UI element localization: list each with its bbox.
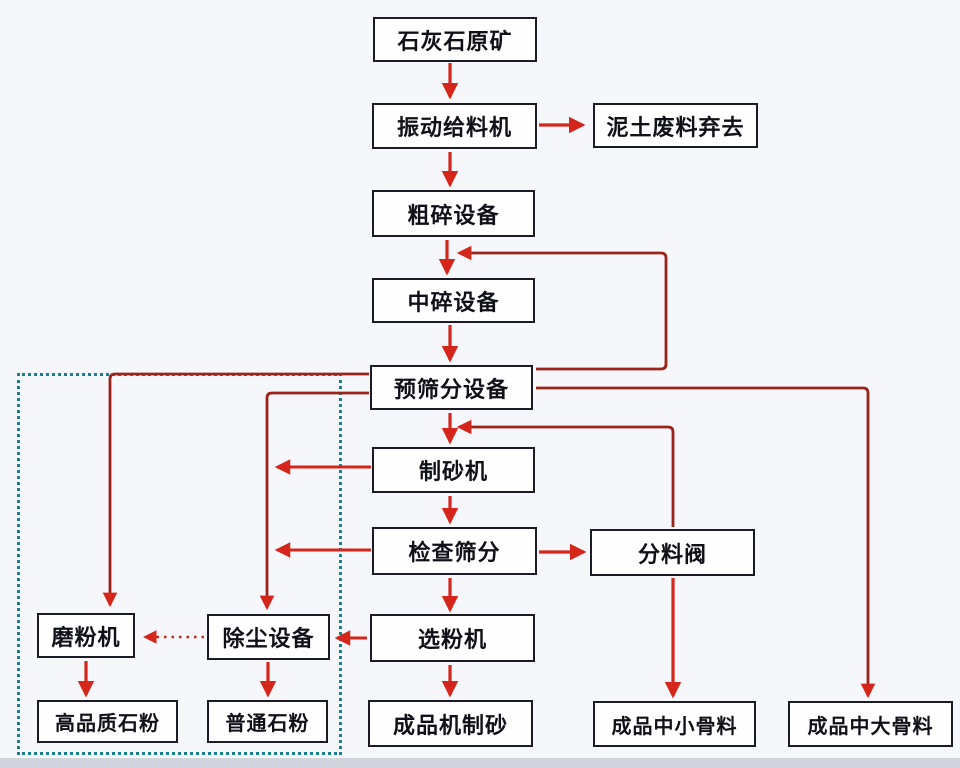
node-sand-maker: 制砂机 (372, 447, 535, 493)
node-waste-discard: 泥土废料弃去 (593, 103, 758, 148)
line-prescreen-to-dust-collector (259, 391, 369, 611)
node-powder-separator: 选粉机 (370, 614, 535, 662)
line-prescreen-to-large-aggregate (536, 386, 876, 699)
node-powder-separator-label: 选粉机 (417, 628, 487, 653)
line-prescreen-to-grinding-mill (102, 372, 369, 608)
node-splitter-valve: 分料阀 (590, 529, 755, 576)
node-finished-sand: 成品机制砂 (368, 700, 533, 747)
node-coarse-crusher: 粗碎设备 (372, 190, 535, 237)
node-limestone-ore-label: 石灰石原矿 (397, 29, 513, 55)
node-finished-small-aggregate-label: 成品中小骨料 (611, 713, 738, 738)
node-limestone-ore: 石灰石原矿 (373, 17, 537, 62)
node-check-screening-label: 检查筛分 (408, 541, 501, 566)
node-high-quality-powder: 高品质石粉 (37, 700, 178, 743)
bottom-strip (0, 758, 960, 768)
loop-prescreen-to-medium-crusher (456, 245, 668, 371)
node-sand-maker-label: 制砂机 (418, 460, 488, 485)
node-splitter-valve-label: 分料阀 (637, 542, 707, 568)
node-finished-small-aggregate: 成品中小骨料 (593, 701, 756, 747)
node-coarse-crusher-label: 粗碎设备 (407, 203, 500, 229)
node-grinding-mill: 磨粉机 (37, 613, 135, 658)
node-vibrating-feeder-label: 振动给料机 (396, 116, 512, 141)
node-high-quality-powder-label: 高品质石粉 (55, 711, 160, 735)
node-medium-crusher: 中碎设备 (372, 278, 535, 323)
loop-valve-to-sandmaker (456, 419, 675, 527)
node-ordinary-powder: 普通石粉 (207, 700, 328, 743)
node-vibrating-feeder: 振动给料机 (372, 103, 537, 149)
node-dust-collector: 除尘设备 (207, 614, 330, 660)
node-ordinary-powder-label: 普通石粉 (225, 711, 310, 735)
node-waste-discard-label: 泥土废料弃去 (606, 115, 745, 141)
node-dust-collector-label: 除尘设备 (222, 627, 315, 652)
node-medium-crusher-label: 中碎设备 (407, 290, 500, 316)
node-grinding-mill-label: 磨粉机 (51, 625, 121, 651)
node-finished-sand-label: 成品机制砂 (392, 713, 508, 739)
node-pre-screening-label: 预筛分设备 (393, 377, 509, 403)
node-check-screening: 检查筛分 (372, 527, 537, 575)
node-finished-large-aggregate-label: 成品中大骨料 (807, 713, 934, 738)
node-finished-large-aggregate: 成品中大骨料 (788, 701, 953, 747)
node-pre-screening: 预筛分设备 (370, 365, 533, 410)
